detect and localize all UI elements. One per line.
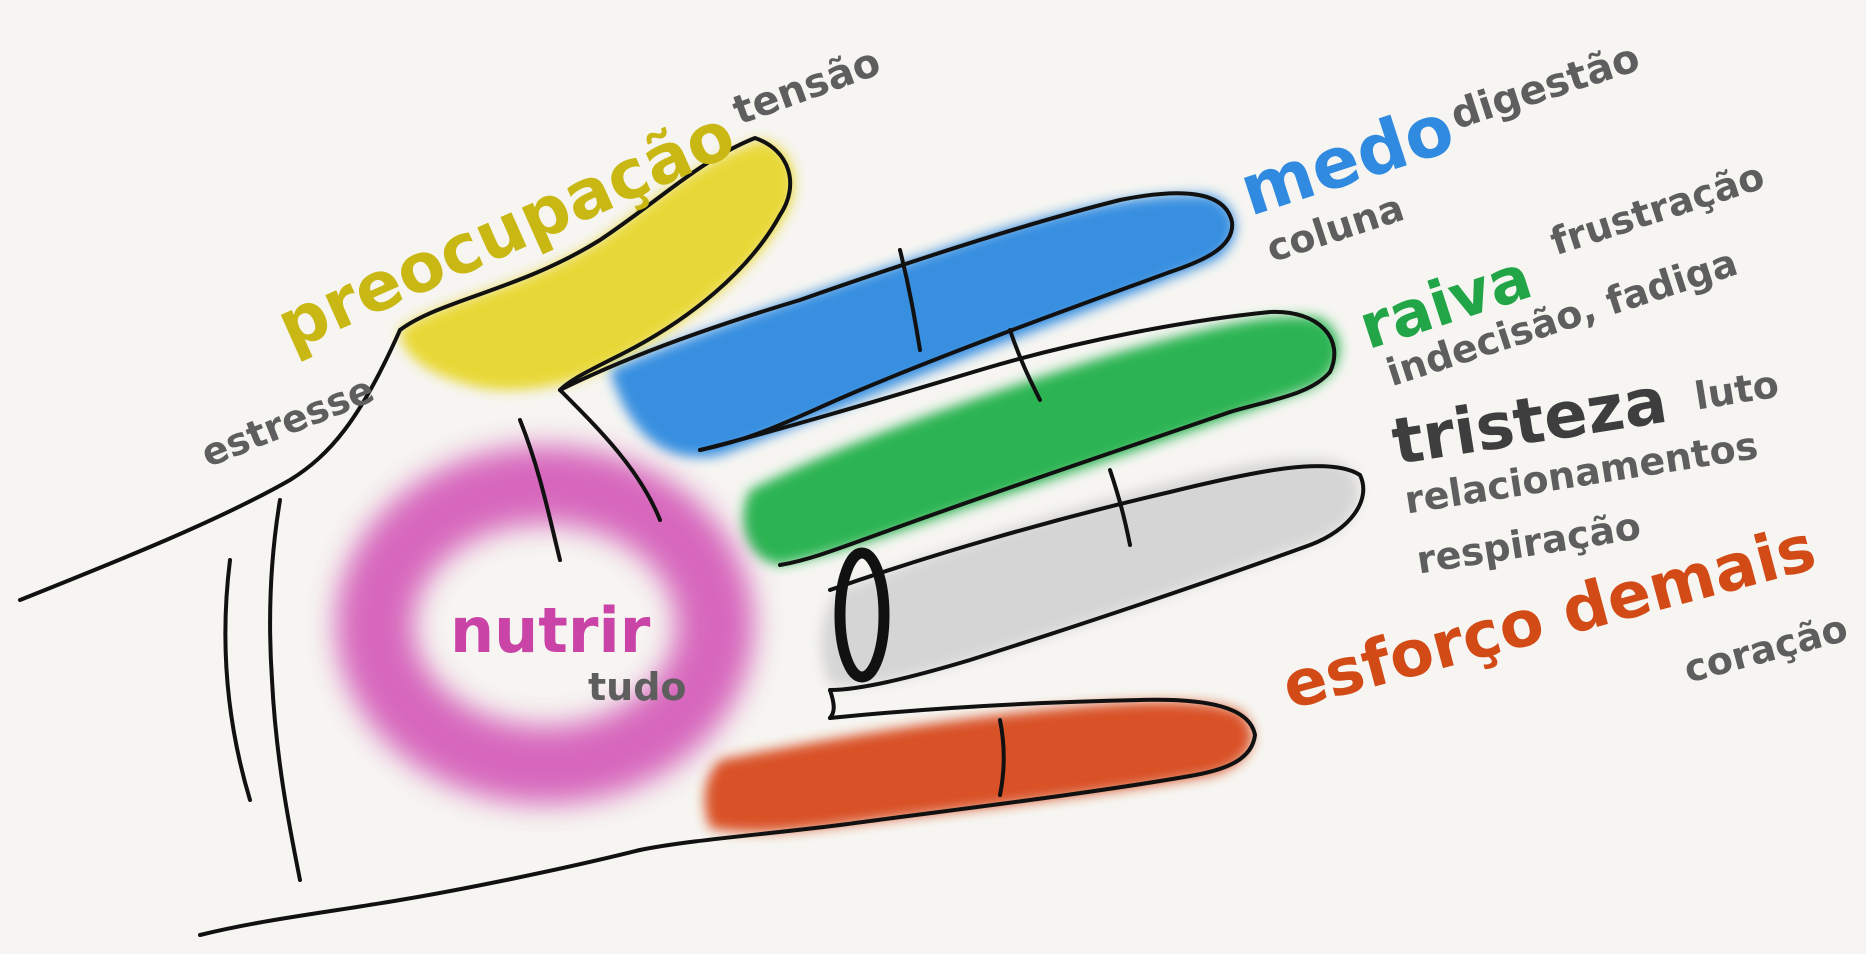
- palm-word-1: tudo: [588, 668, 687, 706]
- little-fill: [705, 702, 1252, 832]
- palm-emotion: nutrir: [450, 600, 650, 662]
